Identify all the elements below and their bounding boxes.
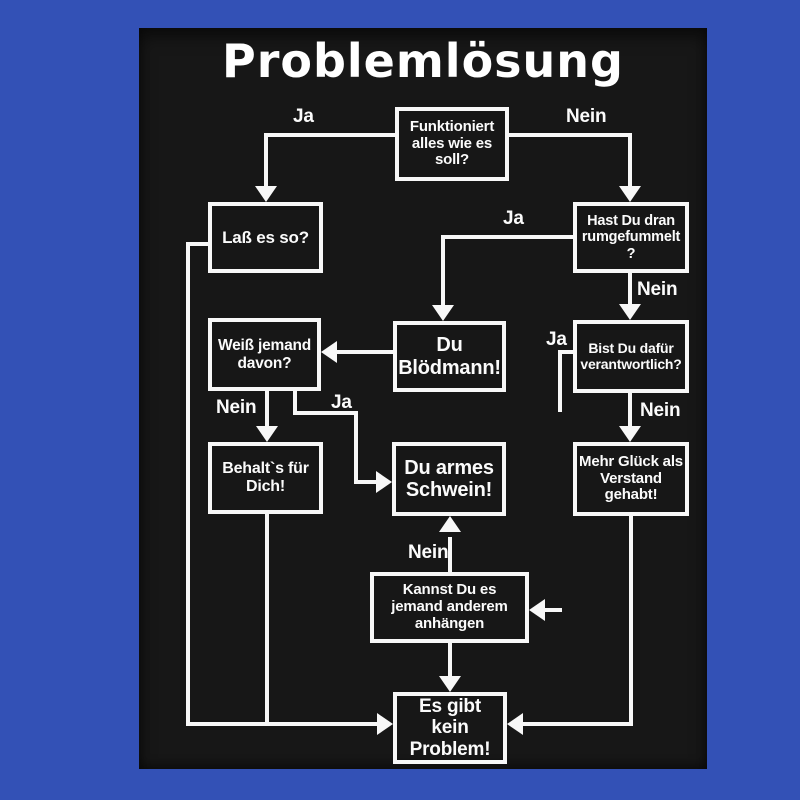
connector-line — [265, 391, 269, 429]
connector-line — [558, 350, 562, 412]
arrow-down-icon — [256, 426, 278, 442]
connector-line — [558, 350, 573, 354]
arrow-down-icon — [619, 426, 641, 442]
node-mehr-glueck-als-verstand: Mehr Glück als Verstand gehabt! — [573, 442, 689, 516]
arrow-up-icon — [439, 516, 461, 532]
arrow-left-icon — [529, 599, 545, 621]
connector-line — [509, 133, 632, 137]
arrow-down-icon — [432, 305, 454, 321]
node-behalts-fuer-dich: Behalt`s für Dich! — [208, 442, 323, 514]
connector-line — [443, 235, 573, 239]
edge-label-ja-weiss: Ja — [331, 392, 352, 413]
node-funktioniert-alles: Funktioniert alles wie es soll? — [395, 107, 509, 181]
connector-line — [186, 242, 190, 726]
connector-line — [629, 516, 633, 726]
connector-line — [628, 393, 632, 429]
arrow-down-icon — [255, 186, 277, 202]
connector-line — [543, 608, 562, 612]
node-lass-es-so: Laß es so? — [208, 202, 323, 273]
flowchart-title: Problemlösung — [221, 34, 624, 88]
connector-line — [335, 350, 393, 354]
node-du-bloedmann: Du Blödmann! — [393, 321, 506, 392]
connector-line — [293, 411, 358, 415]
edge-label-nein-bist: Nein — [640, 400, 681, 421]
node-kannst-du-es-anhaengen: Kannst Du es jemand anderem anhängen — [370, 572, 529, 643]
arrow-left-icon — [507, 713, 523, 735]
edge-label-ja-bist: Ja — [546, 329, 567, 350]
arrow-down-icon — [619, 186, 641, 202]
connector-line — [186, 722, 379, 726]
connector-line — [186, 242, 208, 246]
node-bist-du-dafuer-verantwortlich: Bist Du dafür verantwortlich? — [573, 320, 689, 393]
connector-line — [448, 537, 452, 572]
shirt-print-area — [139, 28, 707, 769]
connector-line — [441, 235, 445, 307]
node-es-gibt-kein-problem: Es gibt kein Problem! — [393, 692, 507, 764]
edge-label-nein-hast: Nein — [637, 279, 678, 300]
connector-line — [264, 133, 268, 189]
connector-line — [628, 133, 632, 189]
connector-line — [266, 133, 395, 137]
edge-label-ja-hast: Ja — [503, 208, 524, 229]
connector-line — [628, 273, 632, 307]
edge-label-nein-top: Nein — [566, 106, 607, 127]
connector-line — [354, 480, 380, 484]
connector-line — [293, 391, 297, 415]
connector-line — [265, 514, 269, 726]
node-du-armes-schwein: Du armes Schwein! — [392, 442, 506, 516]
connector-line — [521, 722, 633, 726]
connector-line — [448, 643, 452, 678]
arrow-right-icon — [376, 471, 392, 493]
arrow-right-icon — [377, 713, 393, 735]
edge-label-ja-top: Ja — [293, 106, 314, 127]
arrow-down-icon — [439, 676, 461, 692]
connector-line — [354, 411, 358, 484]
node-weiss-jemand-davon: Weiß jemand davon? — [208, 318, 321, 391]
edge-label-nein-weiss: Nein — [216, 397, 257, 418]
edge-label-nein-kannst: Nein — [408, 542, 449, 563]
arrow-down-icon — [619, 304, 641, 320]
node-hast-du-dran-rumgefummelt: Hast Du dran rumgefummelt ? — [573, 202, 689, 273]
arrow-left-icon — [321, 341, 337, 363]
